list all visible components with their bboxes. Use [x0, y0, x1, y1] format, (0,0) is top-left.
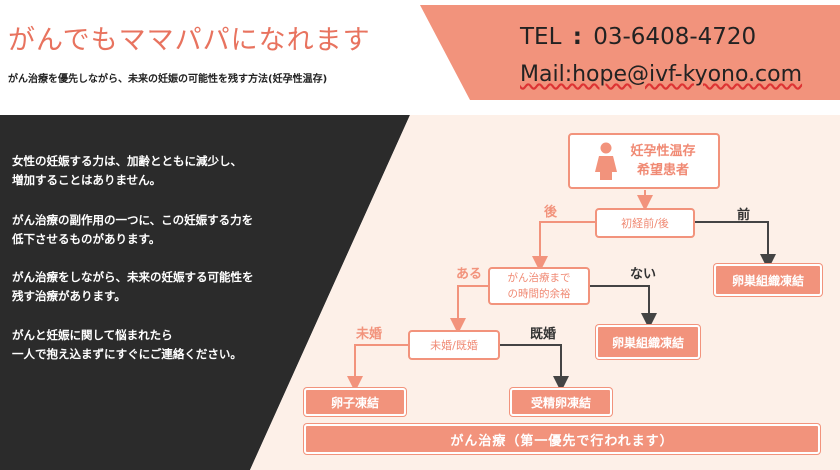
tel-label: TEL: [520, 24, 562, 50]
start-line: 希望患者: [636, 163, 689, 178]
page-title: がんでもママパパになれます: [8, 25, 371, 56]
text-line: 増加することはありません。: [12, 173, 162, 187]
connector-no: [590, 285, 657, 329]
connector-unmarried: [347, 344, 408, 392]
start-line: 妊孕性温存: [630, 144, 696, 159]
label-no: ない: [630, 267, 657, 282]
tel-number[interactable]: 03-6408-4720: [593, 24, 757, 50]
egg-freeze-box: 卵子凍結: [304, 388, 406, 416]
label-yes: ある: [456, 267, 483, 282]
text-line: 残す治療があります。: [12, 289, 126, 303]
connector-married: [500, 344, 569, 392]
label-married: 既婚: [530, 327, 557, 342]
embryo-freeze-box: 受精卵凍結: [510, 388, 612, 416]
left-paragraph-3: がん治療をしながら、未来の妊娠する可能性を 残す治療があります。: [12, 268, 254, 306]
page-subtitle: がん治療を優先しながら、未来の妊娠の可能性を残す方法(妊孕性温存): [8, 74, 328, 85]
label-after: 後: [544, 205, 558, 220]
tel-line: TEL : 03-6408-4720: [520, 24, 756, 50]
left-paragraph-4: がんと妊娠に関して悩まれたら 一人で抱え込まずにすぐにご連絡ください。: [12, 326, 242, 364]
ovarian-tissue-box-1: 卵巣組織凍結: [714, 264, 822, 296]
left-paragraph-1: 女性の妊娠する力は、加齢とともに減少し、 増加することはありません。: [12, 152, 242, 190]
start-box: 妊孕性温存 希望患者: [568, 133, 720, 189]
ovarian-tissue-box-2: 卵巣組織凍結: [596, 325, 700, 359]
mail-link[interactable]: Mail:hope@ivf-kyono.com: [520, 62, 803, 87]
connector-after: [532, 221, 595, 272]
label-unmarried: 未婚: [356, 327, 383, 342]
time-line: がん治療まで: [507, 272, 571, 284]
left-paragraph-2: がん治療の副作用の一つに、この妊娠する力を 低下させるものがあります。: [12, 211, 253, 249]
cancer-treatment-box: がん治療（第一優先で行われます）: [304, 424, 820, 454]
menarche-box: 初経前/後: [595, 208, 695, 238]
text-line: 女性の妊娠する力は、加齢とともに減少し、: [12, 154, 242, 168]
label-before: 前: [737, 208, 751, 223]
connector-before: [695, 221, 776, 270]
text-line: 一人で抱え込まずにすぐにご連絡ください。: [12, 347, 242, 361]
text-line: 低下させるものがあります。: [12, 232, 161, 246]
text-line: がん治療の副作用の一つに、この妊娠する力を: [12, 213, 254, 227]
contact-band: [420, 5, 840, 100]
text-line: がんと妊娠に関して悩まれたら: [12, 328, 173, 342]
marital-box: 未婚/既婚: [408, 330, 500, 360]
time-box: がん治療まで の時間的余裕: [488, 267, 590, 305]
tel-colon: :: [572, 24, 582, 50]
connector-yes: [450, 285, 488, 334]
dark-panel: [0, 115, 410, 470]
person-icon: [595, 142, 618, 180]
time-line: の時間的余裕: [507, 288, 571, 300]
text-line: がん治療をしながら、未来の妊娠する可能性を: [12, 270, 254, 284]
